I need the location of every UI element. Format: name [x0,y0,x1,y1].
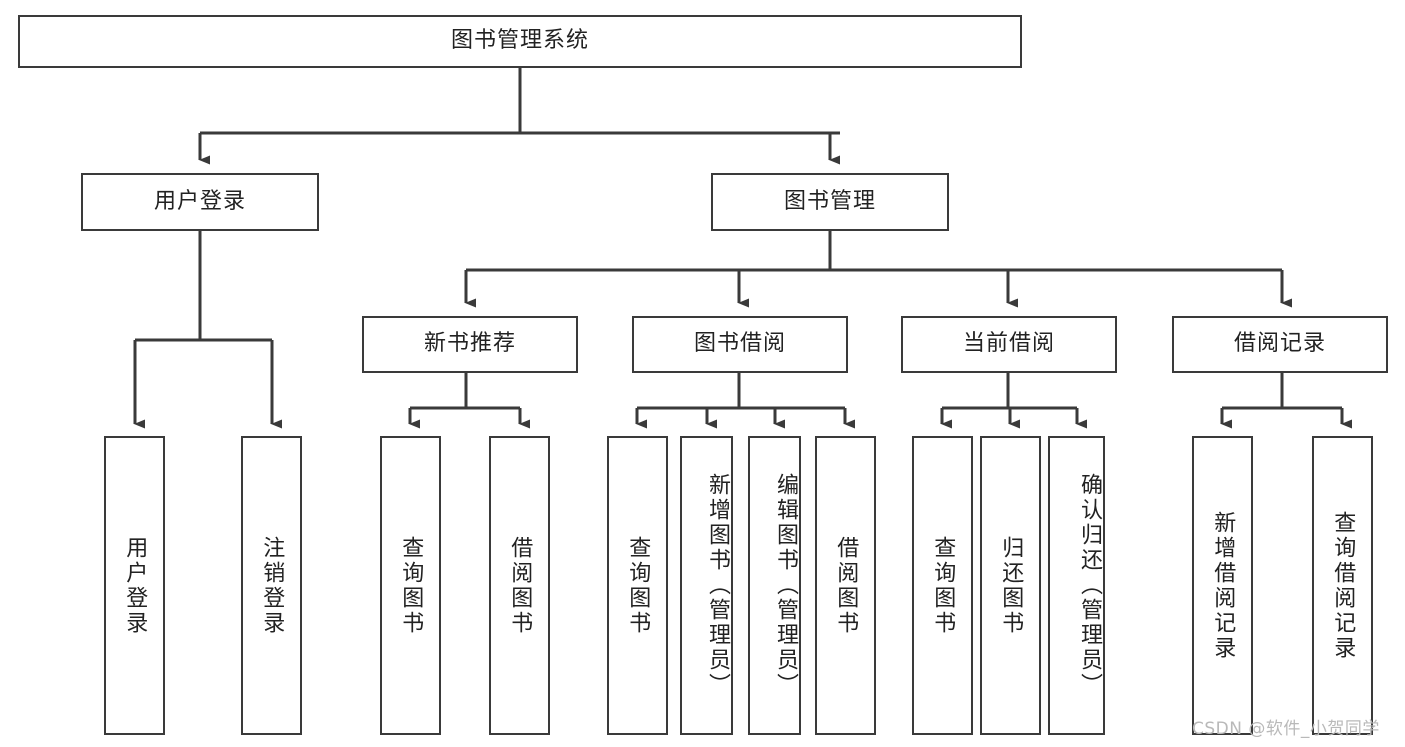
node-label: 注销登录 [259,535,285,636]
node-leaf-user-login[interactable]: 用户登录 [104,436,165,735]
node-leaf-confirm-return-admin[interactable]: 确认归还（管理员） [1048,436,1105,735]
node-label: 借阅记录 [1233,331,1326,357]
node-label: 图书管理 [783,188,876,214]
node-leaf-add-book-admin[interactable]: 新增图书（管理员） [680,436,733,735]
node-label: 用户登录 [122,535,148,636]
node-book-borrow[interactable]: 图书借阅 [632,316,848,373]
node-label: 新增图书（管理员） [705,473,730,698]
node-label: 编辑图书（管理员） [773,473,798,698]
node-label: 查询图书 [930,535,956,636]
node-root-system[interactable]: 图书管理系统 [18,15,1022,68]
node-label: 查询图书 [625,535,651,636]
node-label: 借阅图书 [507,535,533,636]
node-label: 借阅图书 [833,535,859,636]
node-label: 查询借阅记录 [1330,510,1356,661]
node-borrow-record[interactable]: 借阅记录 [1172,316,1388,373]
node-leaf-return-book[interactable]: 归还图书 [980,436,1041,735]
node-leaf-query-book-borrow[interactable]: 查询图书 [607,436,668,735]
node-leaf-logout[interactable]: 注销登录 [241,436,302,735]
node-leaf-borrow-book[interactable]: 借阅图书 [815,436,876,735]
node-user-login[interactable]: 用户登录 [81,173,319,231]
node-book-management[interactable]: 图书管理 [711,173,949,231]
node-current-borrow[interactable]: 当前借阅 [901,316,1117,373]
node-label: 用户登录 [153,188,246,214]
node-label: 确认归还（管理员） [1077,473,1102,698]
node-label: 查询图书 [398,535,424,636]
node-leaf-edit-book-admin[interactable]: 编辑图书（管理员） [748,436,801,735]
node-label: 归还图书 [998,535,1024,636]
node-leaf-add-borrow-record[interactable]: 新增借阅记录 [1192,436,1253,735]
node-leaf-query-book-current[interactable]: 查询图书 [912,436,973,735]
node-new-book-recommend[interactable]: 新书推荐 [362,316,578,373]
node-leaf-borrow-book-recommend[interactable]: 借阅图书 [489,436,550,735]
node-label: 图书借阅 [693,331,786,357]
node-label: 新书推荐 [423,331,516,357]
node-label: 新增借阅记录 [1210,510,1236,661]
node-leaf-query-book-recommend[interactable]: 查询图书 [380,436,441,735]
node-label: 当前借阅 [962,331,1055,357]
node-label: 图书管理系统 [450,28,589,54]
node-leaf-query-borrow-record[interactable]: 查询借阅记录 [1312,436,1373,735]
